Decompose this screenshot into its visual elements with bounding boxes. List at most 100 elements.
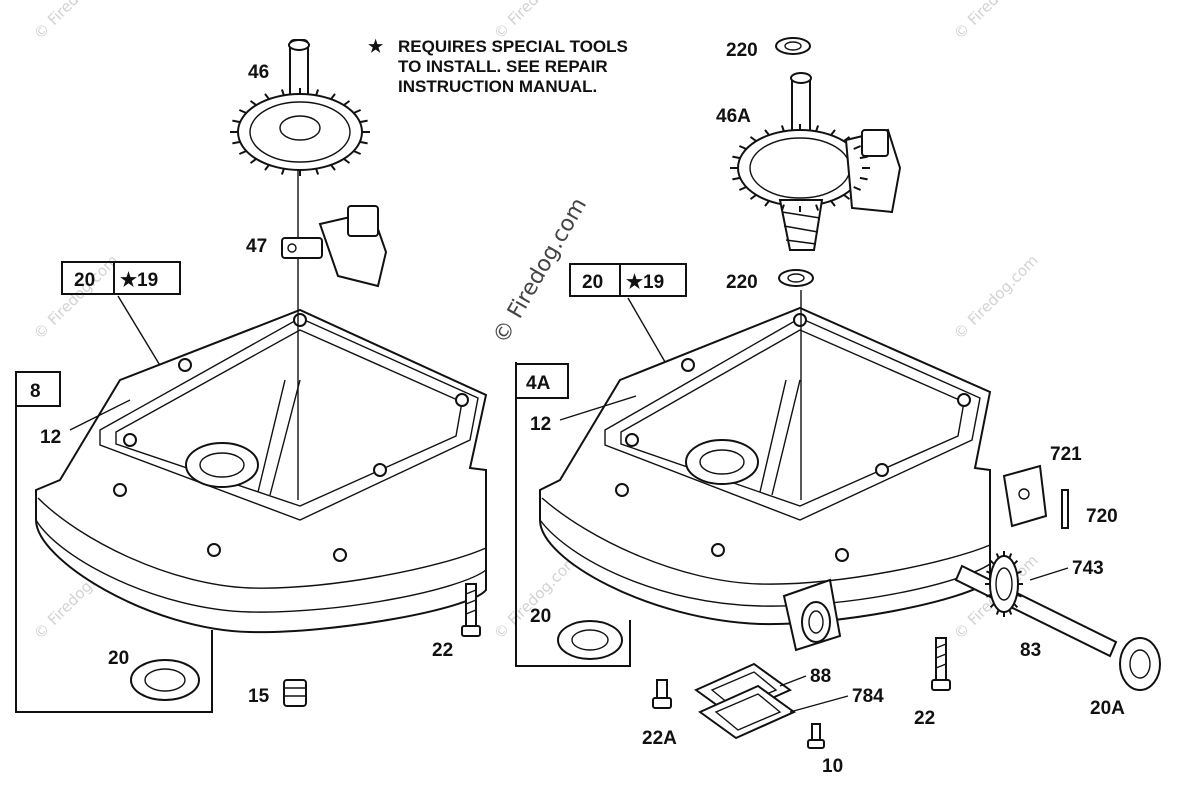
left-oil-seal — [130, 659, 200, 701]
right-callout-20: 20 — [582, 272, 603, 293]
gear-tooth — [315, 89, 320, 96]
left-bolt — [461, 583, 481, 637]
left-callout-20: 20 — [74, 270, 95, 291]
gear-tooth — [264, 164, 270, 171]
label-784: 784 — [852, 686, 884, 707]
label-20A: 20A — [1090, 698, 1125, 719]
gear-tooth — [830, 200, 836, 207]
right-crankcase-sump — [539, 306, 992, 652]
gear-tooth — [986, 570, 992, 575]
right-plate-721 — [1002, 464, 1048, 528]
gear-tooth — [859, 176, 868, 181]
label-15: 15 — [248, 686, 270, 707]
right-cam-gear — [730, 72, 902, 251]
gear-tooth — [1013, 603, 1019, 609]
right-assembly: 4A 20 ★19 — [515, 37, 1161, 777]
right-washer-top-hole — [784, 41, 802, 51]
right-bolt-22A — [652, 679, 672, 709]
left-callout-19-frame — [113, 261, 181, 295]
label-22-left: 22 — [432, 640, 453, 661]
label-12-left-leader — [69, 399, 131, 431]
gear-tooth — [249, 100, 257, 106]
label-83: 83 — [1020, 640, 1041, 661]
gear-tooth — [232, 140, 241, 145]
gear-tooth — [238, 150, 247, 155]
gear-tooth — [995, 553, 1000, 559]
note-line-2: TO INSTALL. SEE REPAIR — [398, 57, 608, 76]
right-plate-hole — [1018, 488, 1030, 500]
gear-tooth — [330, 164, 336, 171]
gear-tooth — [815, 125, 820, 132]
gear-tooth — [732, 176, 741, 181]
right-callout-19: ★19 — [626, 272, 664, 293]
label-220-top: 220 — [726, 40, 758, 61]
gear-tooth — [732, 155, 741, 160]
right-pin-720 — [1061, 489, 1069, 529]
gear-tooth — [1013, 559, 1019, 565]
label-743-leader — [1029, 567, 1069, 581]
label-47: 47 — [246, 236, 267, 257]
watermark-center: © Firedog.com — [489, 194, 592, 348]
label-784-leader — [789, 695, 849, 713]
gear-tooth — [330, 93, 336, 100]
label-46A: 46A — [716, 106, 751, 127]
watermark: © Firedog.com — [950, 251, 1042, 343]
label-743: 743 — [1072, 558, 1104, 579]
gear-tooth — [249, 158, 257, 164]
left-plug — [283, 679, 307, 707]
label-46: 46 — [248, 62, 269, 83]
watermark: © Firedog.com — [950, 0, 1042, 43]
gear-tooth — [853, 145, 862, 150]
right-callout-19-frame — [619, 263, 687, 297]
gear-tooth — [280, 168, 285, 175]
left-cam-gear — [230, 39, 370, 176]
gear-tooth — [815, 204, 820, 211]
label-88-leader — [779, 675, 807, 687]
watermark: © Firedog.com — [30, 0, 122, 43]
right-washer-bottom-hole — [787, 273, 805, 283]
gear-tooth — [843, 194, 851, 200]
gear-tooth — [280, 89, 285, 96]
gear-tooth — [780, 204, 785, 211]
right-screw-10 — [807, 723, 825, 749]
label-12-right: 12 — [530, 414, 551, 435]
gear-tooth — [859, 155, 868, 160]
right-bolt — [931, 637, 951, 691]
right-washer-top — [775, 37, 811, 55]
gear-tooth — [353, 150, 362, 155]
note-line-3: INSTRUCTION MANUAL. — [398, 77, 597, 96]
gear-tooth — [1016, 593, 1022, 598]
gear-tooth — [989, 559, 995, 565]
label-88: 88 — [810, 666, 831, 687]
right-oil-seal — [557, 620, 623, 660]
right-cover-assembly — [694, 662, 796, 740]
gear-tooth — [343, 158, 351, 164]
gear-tooth — [749, 194, 757, 200]
label-10: 10 — [822, 756, 843, 777]
right-seal-20A — [1119, 637, 1161, 691]
gear-tooth — [738, 186, 747, 191]
label-720: 720 — [1086, 506, 1118, 527]
gear-tooth — [1016, 570, 1022, 575]
label-22-right: 22 — [914, 708, 935, 729]
label-20-left-seal: 20 — [108, 648, 129, 669]
gear-tooth — [986, 593, 992, 598]
label-20-right-seal: 20 — [530, 606, 551, 627]
right-group-frame — [515, 362, 631, 667]
left-group-frame — [15, 372, 213, 713]
gear-tooth — [353, 109, 362, 114]
gear-tooth — [232, 119, 241, 124]
note-star: ★ — [368, 37, 384, 56]
label-12-left: 12 — [40, 427, 61, 448]
left-crankcase-sump — [35, 308, 488, 634]
note-line-1: REQUIRES SPECIAL TOOLS — [398, 37, 628, 56]
gear-tooth — [989, 603, 995, 609]
watermark: © Firedog.com — [30, 251, 122, 343]
left-box-label-frame — [15, 371, 61, 407]
left-governor — [281, 205, 388, 288]
gear-tooth — [853, 186, 862, 191]
right-box-label-frame — [515, 363, 569, 399]
label-220-bottom: 220 — [726, 272, 758, 293]
right-pto-shaft — [954, 551, 1118, 658]
